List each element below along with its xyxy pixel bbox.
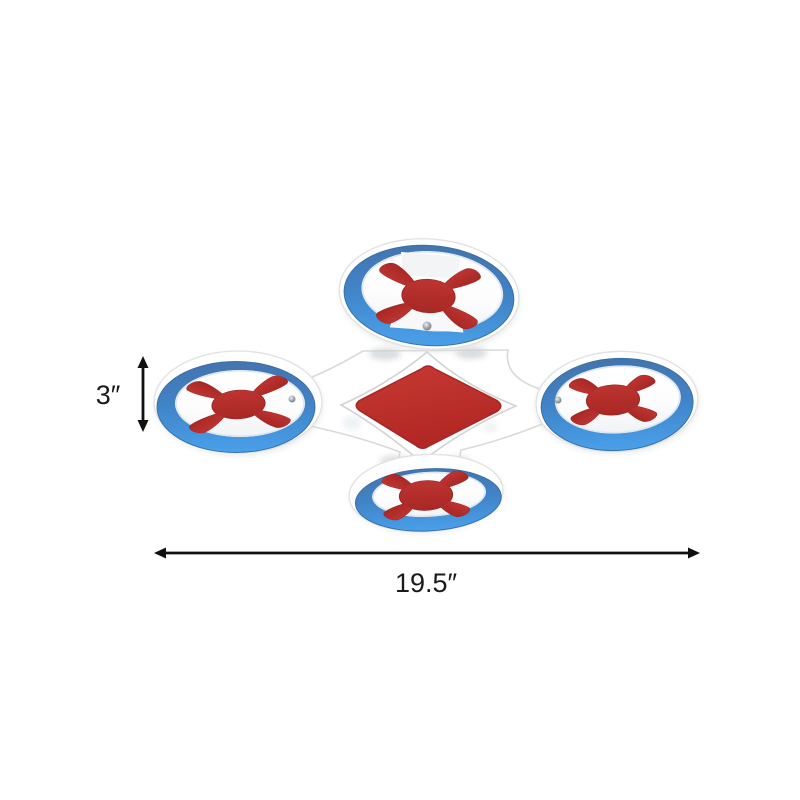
svg-text:19.5″: 19.5″ (395, 568, 458, 598)
svg-text:3″: 3″ (96, 380, 121, 410)
